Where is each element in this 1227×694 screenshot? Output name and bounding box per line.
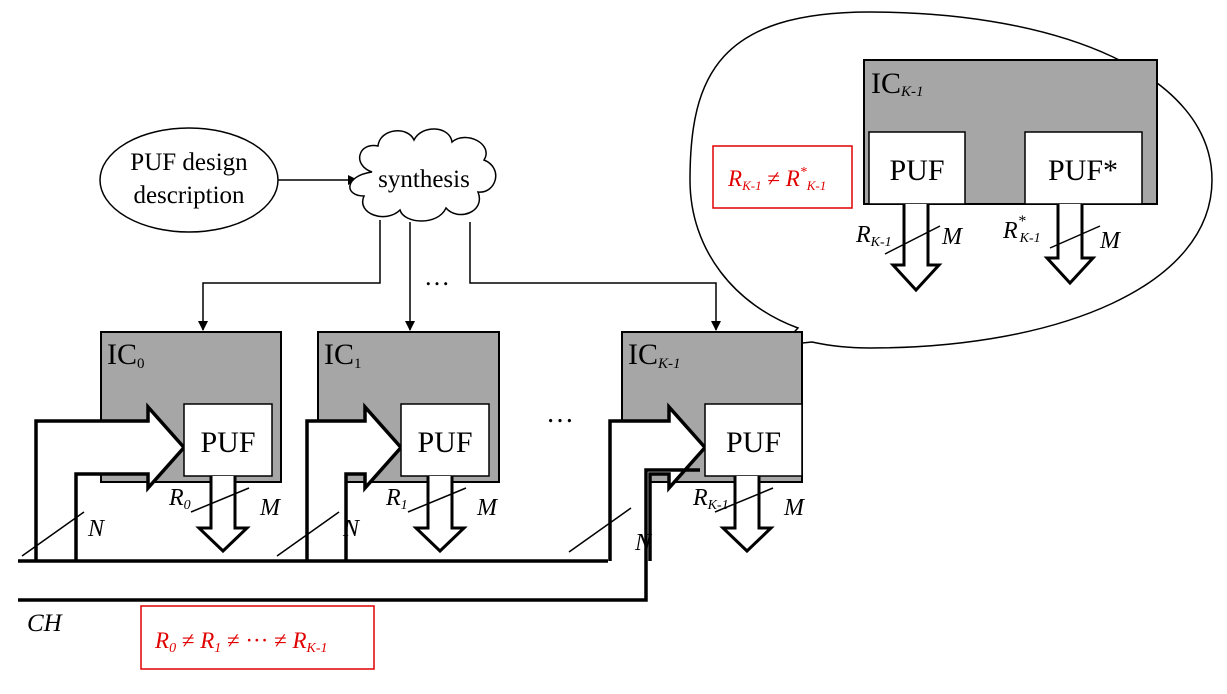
puf-block xyxy=(704,403,803,477)
design-line2: description xyxy=(133,182,245,209)
bubble-inequality-text: RK-1 ≠ R*K-1 xyxy=(727,165,826,193)
bubble-r-arrow xyxy=(889,204,943,293)
ic-label: IC1 xyxy=(324,338,362,372)
bubble-m2-label: M xyxy=(1099,228,1122,254)
response-label: RK-1 xyxy=(692,485,729,513)
fanout-ellipsis: … xyxy=(424,262,450,291)
puf-label: PUF xyxy=(417,426,472,459)
response-arrow xyxy=(412,476,468,554)
bubble-puf-star-block xyxy=(1024,131,1143,205)
ic-label: IC0 xyxy=(107,338,145,372)
n-label: N xyxy=(634,530,653,556)
between-ics-ellipsis: … xyxy=(546,398,574,429)
synthesis-label: synthesis xyxy=(378,166,470,193)
bubble-m-label: M xyxy=(941,224,964,250)
puf-label: PUF xyxy=(726,426,781,459)
challenge-arrow xyxy=(608,402,708,561)
bubble-ic-label: ICK-1 xyxy=(871,67,924,100)
bubble-rstar-label: R*K-1 xyxy=(1002,213,1041,246)
bubble-ic: ICK-1 PUF PUF* RK-1 M R*K-1 M xyxy=(855,59,1158,293)
synthesis-cloud: synthesis xyxy=(349,128,497,222)
response-label: R1 xyxy=(385,485,408,513)
bubble-r-label: RK-1 xyxy=(855,222,892,250)
bubble-puf-block xyxy=(868,131,966,205)
design-description-node: PUF design description xyxy=(99,127,279,233)
puf-block xyxy=(400,403,490,477)
m-label: M xyxy=(476,495,499,521)
m-label: M xyxy=(783,495,806,521)
bubble-puf-star-label: PUF* xyxy=(1048,154,1118,187)
response-label: R0 xyxy=(168,485,191,513)
challenge-arrow xyxy=(34,402,187,561)
puf-label: PUF xyxy=(200,426,255,459)
chain-inequality-box: R0 ≠ R1 ≠ ··· ≠ RK-1 xyxy=(140,605,375,670)
fanout-lines xyxy=(198,220,721,331)
ch-label: CH xyxy=(27,610,64,637)
n-label: N xyxy=(87,516,106,542)
m-label: M xyxy=(259,495,282,521)
response-arrow xyxy=(719,476,775,554)
design-line1: PUF design xyxy=(130,149,248,176)
response-arrow xyxy=(195,476,251,554)
ch-bus xyxy=(18,468,700,602)
ic-label: ICK-1 xyxy=(628,338,681,372)
bubble-puf-label: PUF xyxy=(889,154,944,187)
n-label: N xyxy=(342,516,361,542)
puf-block xyxy=(183,403,273,477)
bubble-inequality-box: RK-1 ≠ R*K-1 xyxy=(712,145,853,209)
chain-inequality-text: R0 ≠ R1 ≠ ··· ≠ RK-1 xyxy=(154,628,328,656)
bubble-rstar-arrow xyxy=(1043,204,1097,286)
